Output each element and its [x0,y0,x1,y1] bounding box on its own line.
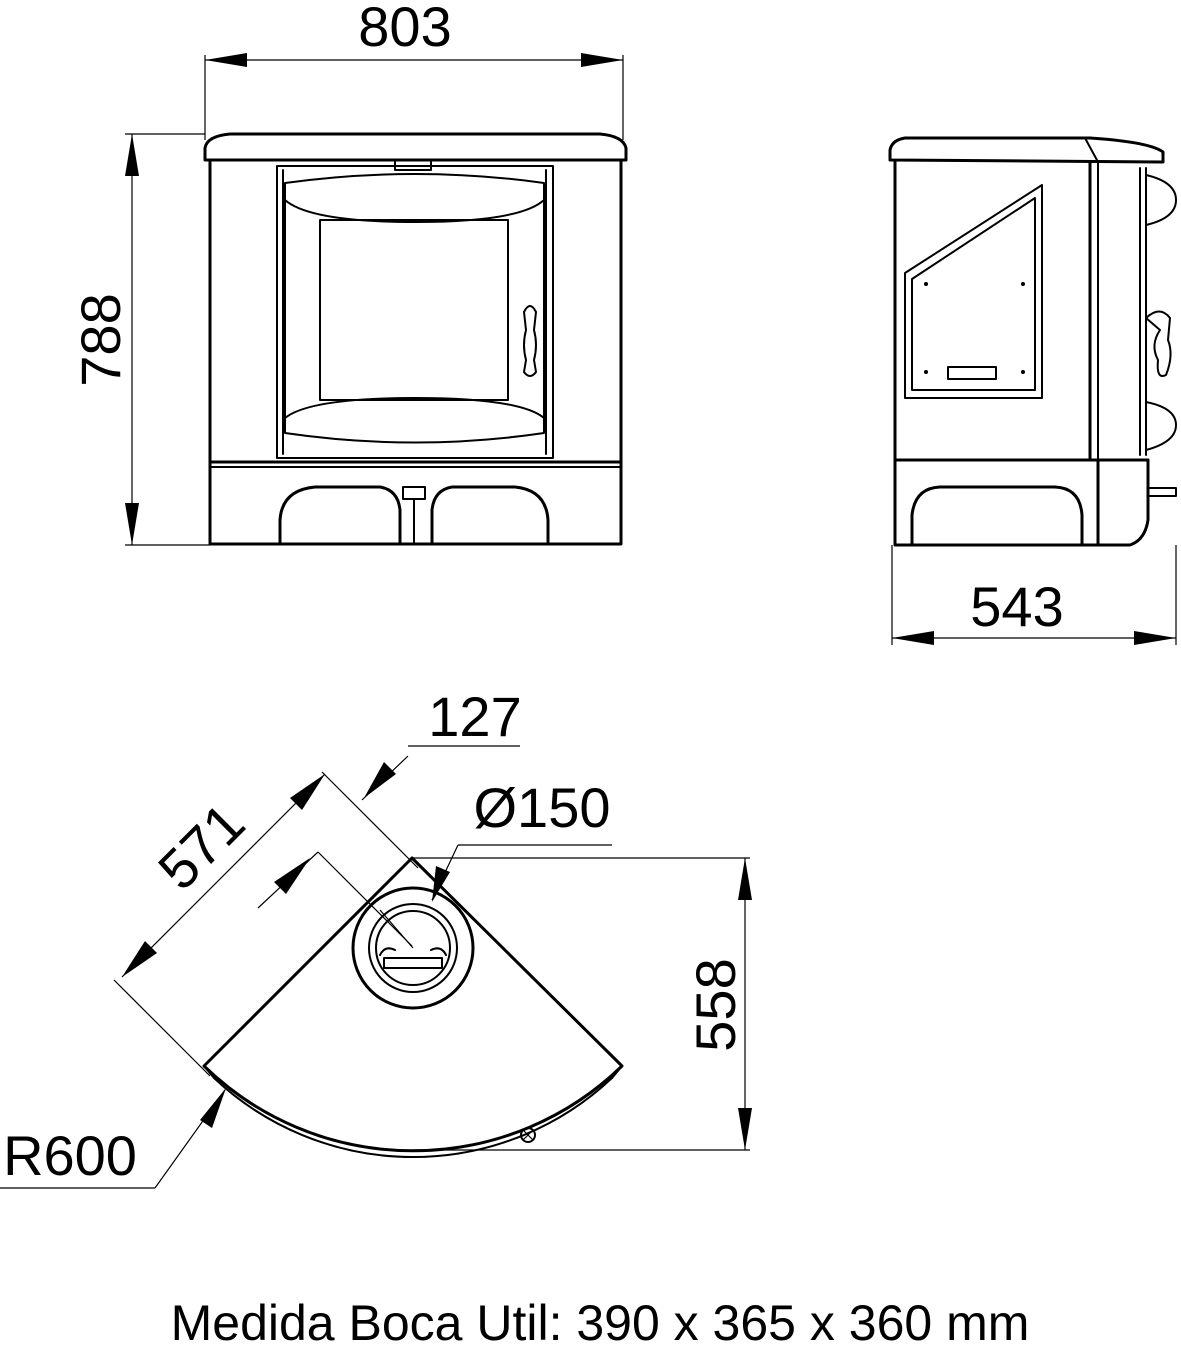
front-view [203,132,628,546]
flue-diameter-label: Ø150 [474,776,611,839]
dimension-front-radius: R600 [0,1088,226,1189]
flue-offset-label: 127 [428,685,521,748]
top-side-label: 571 [146,791,257,902]
dimension-top-side: 571 [113,771,419,1077]
top-depth-label: 558 [684,958,747,1051]
dimension-side-depth: 543 [891,545,1177,645]
dimension-flue-diameter: Ø150 [431,776,612,902]
firebox-size-caption: Medida Boca Util: 390 x 365 x 360 mm [171,1295,1030,1350]
front-radius-label: R600 [3,1124,137,1187]
side-view [888,136,1177,547]
front-height-label: 788 [69,293,132,386]
dimension-top-depth: 558 [412,857,752,1151]
side-depth-label: 543 [970,575,1063,638]
dimension-flue-offset: 127 [257,685,522,947]
dimension-front-width: 803 [204,0,624,140]
top-view [202,856,624,1158]
front-width-label: 803 [358,0,451,58]
dimension-front-height: 788 [69,133,210,546]
